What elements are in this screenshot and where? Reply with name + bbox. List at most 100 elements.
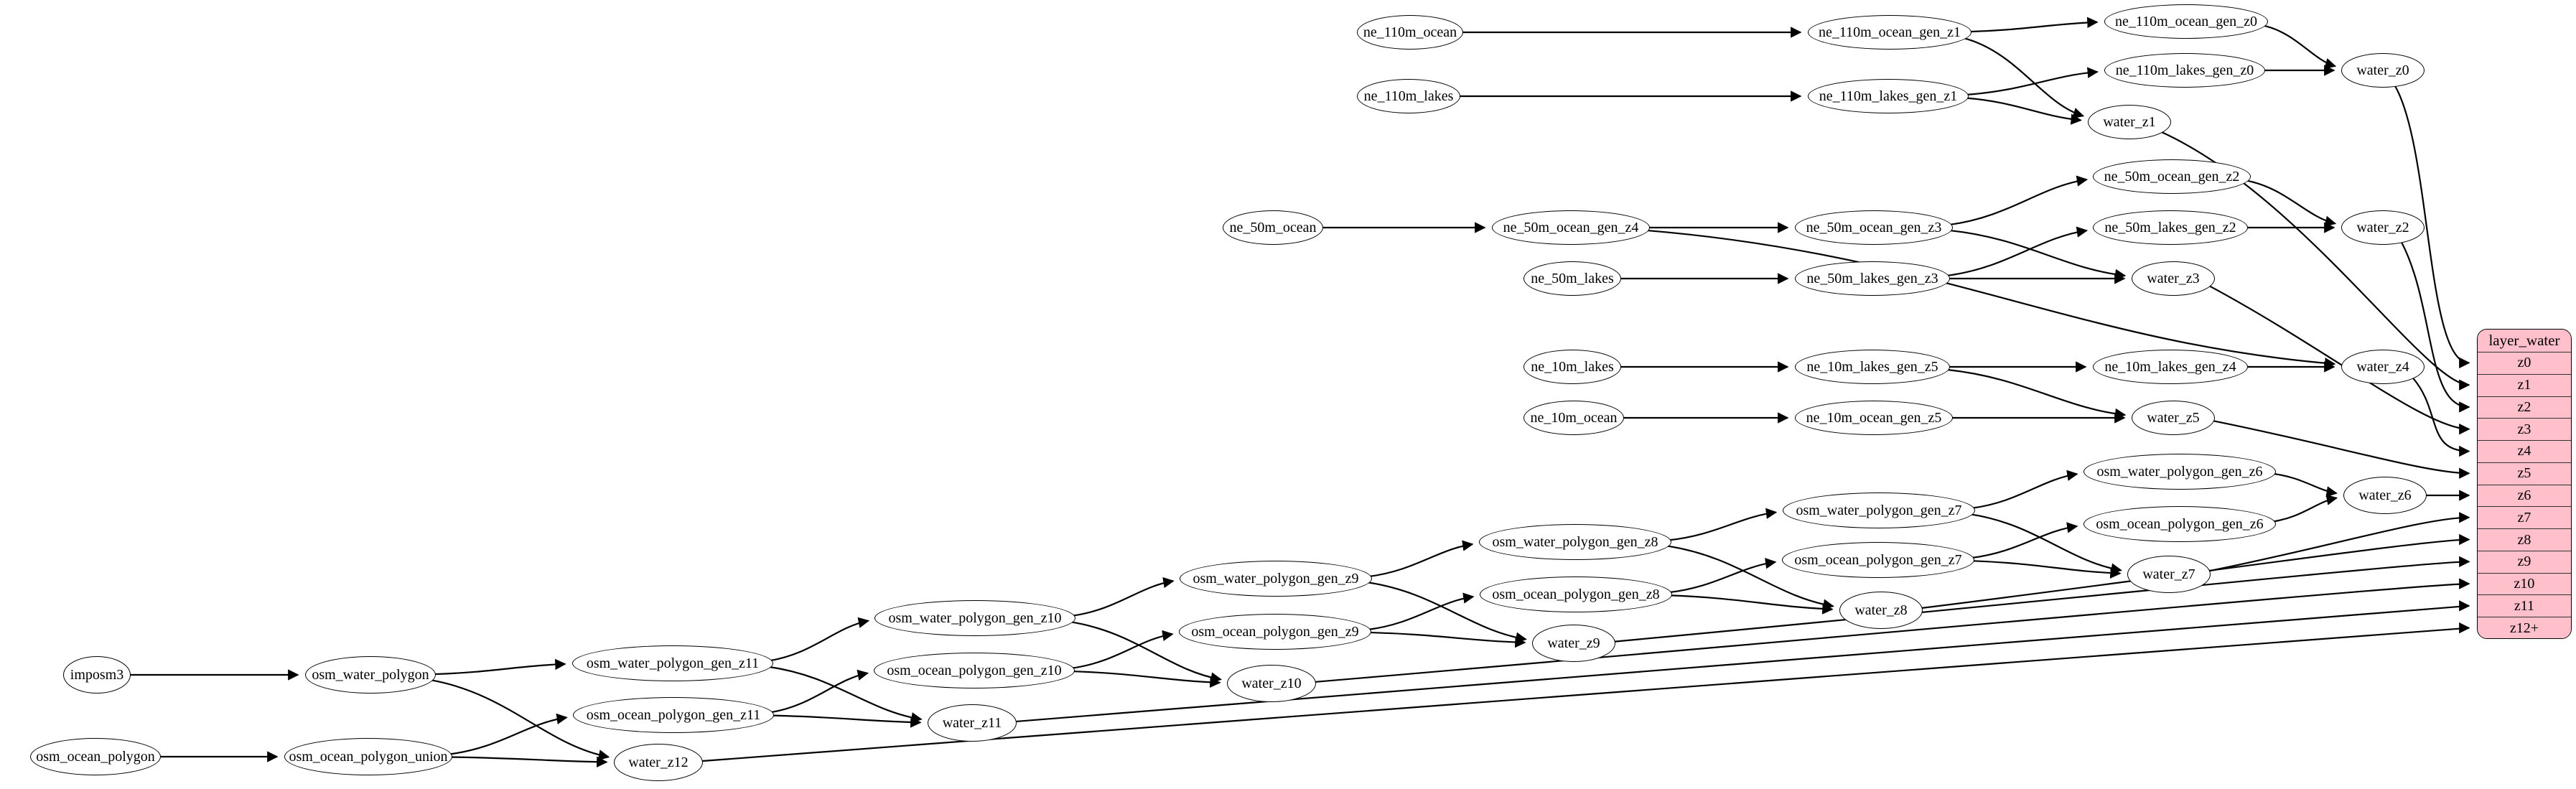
graph-node-water_z5[interactable]: water_z5 [2132,401,2215,435]
graph-node-ne_110m_ocean_gen_z0[interactable]: ne_110m_ocean_gen_z0 [2104,4,2268,39]
graph-node-ne_50m_lakes[interactable]: ne_50m_lakes [1523,261,1621,296]
graph-node-osm_ocean_polygon_gen_z7[interactable]: osm_ocean_polygon_gen_z7 [1782,542,1974,578]
graph-node-water_z4[interactable]: water_z4 [2341,350,2425,384]
layer-water-row-z1[interactable]: z1 [2478,374,2571,397]
graph-node-label: water_z5 [2147,410,2200,426]
graph-node-label: osm_ocean_polygon [36,749,155,765]
graph-node-label: osm_ocean_polygon_union [289,749,448,765]
graph-node-osm_ocean_polygon_gen_z6[interactable]: osm_ocean_polygon_gen_z6 [2083,506,2276,542]
graph-node-osm_ocean_polygon[interactable]: osm_ocean_polygon [30,738,161,775]
graph-node-ne_50m_ocean_gen_z3[interactable]: ne_50m_ocean_gen_z3 [1795,210,1953,245]
graph-node-label: ne_50m_lakes_gen_z3 [1806,271,1938,286]
graph-node-label: water_z10 [1241,676,1302,691]
layer-water-row-z12plus[interactable]: z12+ [2478,617,2571,638]
graph-node-label: osm_water_polygon_gen_z10 [888,610,1062,626]
layer-water-row-z2[interactable]: z2 [2478,396,2571,419]
graph-node-label: osm_ocean_polygon_gen_z11 [586,707,761,723]
graph-edge [1613,556,2470,643]
graph-node-ne_10m_ocean[interactable]: ne_10m_ocean [1523,401,1624,435]
graph-edge [1071,576,1175,617]
graph-node-label: ne_110m_lakes_gen_z0 [2115,62,2254,78]
graph-node-ne_50m_ocean_gen_z2[interactable]: ne_50m_ocean_gen_z2 [2093,159,2251,194]
graph-node-water_z7[interactable]: water_z7 [2127,556,2211,593]
graph-node-imposm3[interactable]: imposm3 [63,656,131,694]
graph-node-water_z2[interactable]: water_z2 [2341,210,2425,245]
graph-node-label: imposm3 [70,667,124,683]
graph-node-water_z8[interactable]: water_z8 [1839,592,1923,629]
graph-edge [2272,494,2338,523]
graph-node-ne_50m_lakes_gen_z3[interactable]: ne_50m_lakes_gen_z3 [1795,261,1950,296]
graph-node-label: water_z11 [942,715,1002,731]
layer-water-row-z5[interactable]: z5 [2478,462,2571,485]
graph-node-label: water_z8 [1854,602,1908,618]
graph-edge [1367,592,1475,631]
graph-node-osm_ocean_polygon_gen_z10[interactable]: osm_ocean_polygon_gen_z10 [874,653,1075,688]
graph-node-osm_ocean_polygon_union[interactable]: osm_ocean_polygon_union [284,738,452,775]
graph-node-label: water_z0 [2356,62,2409,78]
graph-node-ne_110m_ocean[interactable]: ne_110m_ocean [1357,15,1463,50]
layer-water-row-z3[interactable]: z3 [2478,419,2571,442]
graph-node-label: ne_50m_ocean_gen_z4 [1503,220,1639,235]
graph-node-ne_110m_ocean_gen_z1[interactable]: ne_110m_ocean_gen_z1 [1808,15,1971,50]
graph-node-label: osm_ocean_polygon_gen_z7 [1794,552,1962,568]
graph-edge [2272,472,2338,498]
graph-node-label: water_z3 [2147,271,2200,286]
graph-node-osm_water_polygon[interactable]: osm_water_polygon [305,656,436,694]
graph-node-ne_50m_lakes_gen_z2[interactable]: ne_50m_lakes_gen_z2 [2093,210,2248,245]
graph-node-osm_water_polygon_gen_z10[interactable]: osm_water_polygon_gen_z10 [874,600,1075,636]
graph-node-osm_ocean_polygon_gen_z11[interactable]: osm_ocean_polygon_gen_z11 [573,697,774,733]
layer-water-row-z8[interactable]: z8 [2478,529,2571,551]
graph-node-ne_50m_ocean_gen_z4[interactable]: ne_50m_ocean_gen_z4 [1492,210,1650,245]
graph-edge [1368,631,1526,648]
layer-water-row-z11[interactable]: z11 [2478,595,2571,618]
graph-node-ne_110m_lakes_gen_z0[interactable]: ne_110m_lakes_gen_z0 [2104,53,2265,88]
graph-edge [1971,560,2122,579]
layer-water-row-z0[interactable]: z0 [2478,353,2571,375]
graph-node-label: ne_50m_lakes [1531,271,1614,286]
graph-node-ne_10m_ocean_gen_z5[interactable]: ne_10m_ocean_gen_z5 [1795,401,1953,435]
graph-node-ne_110m_lakes_gen_z1[interactable]: ne_110m_lakes_gen_z1 [1808,79,1969,113]
graph-node-label: osm_ocean_polygon_gen_z9 [1191,624,1359,640]
graph-edge [2412,377,2470,457]
graph-node-water_z3[interactable]: water_z3 [2132,261,2215,296]
graph-node-label: ne_10m_lakes_gen_z4 [2104,359,2236,375]
graph-node-osm_ocean_polygon_gen_z8[interactable]: osm_ocean_polygon_gen_z8 [1480,576,1672,612]
graph-edge [1964,37,2085,118]
graph-edge [1669,558,1777,594]
layer-water-row-z10[interactable]: z10 [2478,573,2571,596]
graph-node-label: ne_10m_lakes [1531,359,1614,375]
graph-node-ne_110m_lakes[interactable]: ne_110m_lakes [1357,79,1460,113]
graph-node-water_z10[interactable]: water_z10 [1227,665,1316,702]
graph-node-osm_water_polygon_gen_z8[interactable]: osm_water_polygon_gen_z8 [1479,524,1671,560]
graph-edge [1368,540,1474,578]
layer-water-row-z6[interactable]: z6 [2478,485,2571,508]
graph-node-osm_water_polygon_gen_z9[interactable]: osm_water_polygon_gen_z9 [1180,561,1372,597]
layer-water-row-z4[interactable]: z4 [2478,441,2571,463]
graph-node-water_z0[interactable]: water_z0 [2341,53,2425,88]
graph-node-water_z12[interactable]: water_z12 [614,744,703,781]
layer-water-row-z9[interactable]: z9 [2478,551,2571,574]
graph-node-water_z11[interactable]: water_z11 [928,704,1017,742]
graph-node-water_z1[interactable]: water_z1 [2088,105,2171,139]
graph-node-water_z6[interactable]: water_z6 [2343,477,2427,514]
graph-node-label: ne_110m_ocean [1363,24,1457,40]
graph-node-label: water_z7 [2142,566,2195,582]
graph-node-label: water_z2 [2356,220,2409,235]
graph-node-ne_10m_lakes_gen_z4[interactable]: ne_10m_lakes_gen_z4 [2093,350,2248,384]
graph-node-ne_10m_lakes_gen_z5[interactable]: ne_10m_lakes_gen_z5 [1795,350,1950,384]
graph-node-ne_10m_lakes[interactable]: ne_10m_lakes [1523,350,1621,384]
graph-node-osm_water_polygon_gen_z11[interactable]: osm_water_polygon_gen_z11 [572,645,773,681]
graph-node-label: osm_water_polygon_gen_z7 [1796,503,1962,518]
graph-node-label: ne_50m_ocean_gen_z3 [1806,220,1942,235]
graph-node-label: ne_50m_ocean [1229,220,1317,235]
graph-node-osm_water_polygon_gen_z7[interactable]: osm_water_polygon_gen_z7 [1783,492,1975,528]
graph-node-osm_ocean_polygon_gen_z9[interactable]: osm_ocean_polygon_gen_z9 [1179,614,1371,650]
graph-node-osm_water_polygon_gen_z6[interactable]: osm_water_polygon_gen_z6 [2083,454,2276,490]
graph-node-water_z9[interactable]: water_z9 [1532,625,1615,662]
layer-water-row-z7[interactable]: z7 [2478,507,2571,530]
graph-node-ne_50m_ocean[interactable]: ne_50m_ocean [1223,210,1323,245]
graph-edge [1949,229,2127,281]
graph-node-label: ne_110m_lakes [1363,88,1454,104]
